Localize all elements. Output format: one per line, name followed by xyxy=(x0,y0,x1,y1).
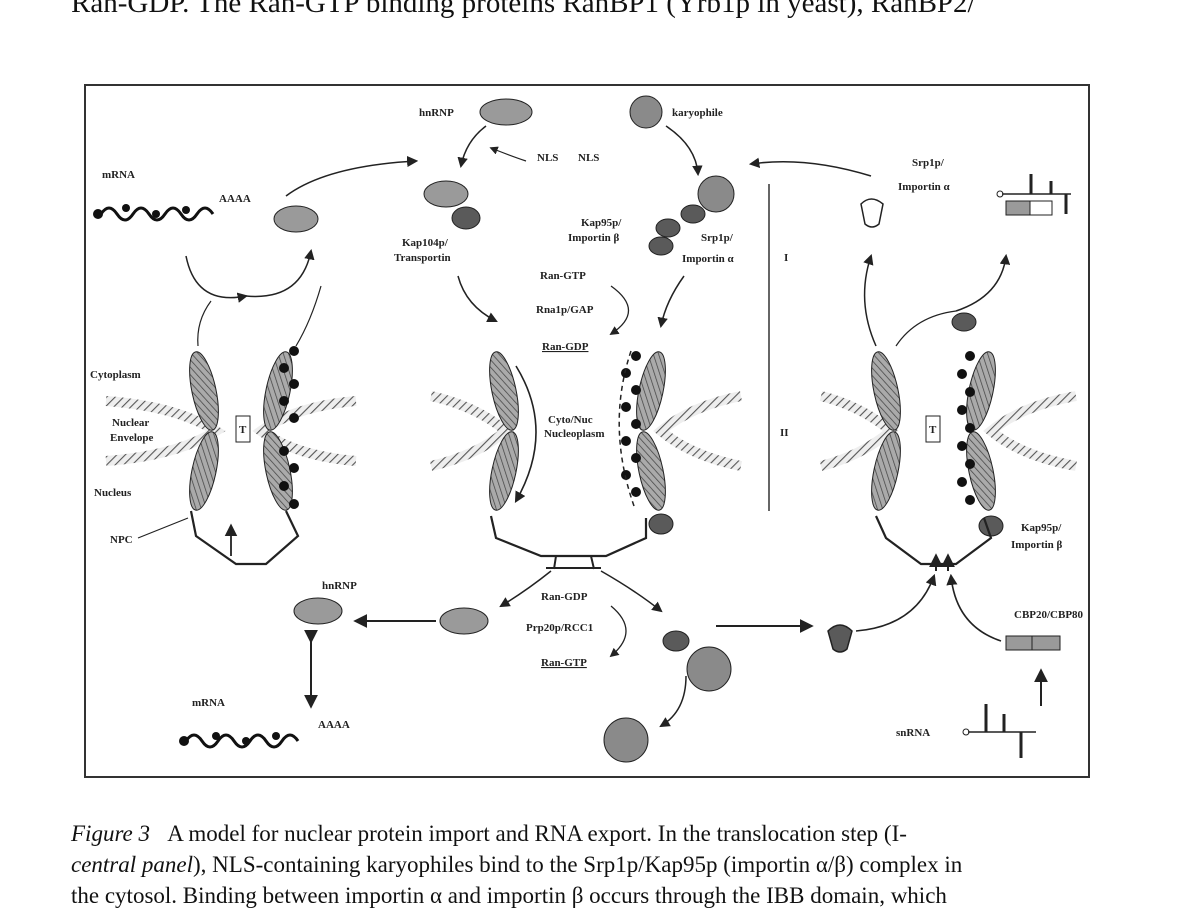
karyophile-protein-top xyxy=(629,95,663,129)
caption-line-2-text: ), NLS-containing karyophiles bind to th… xyxy=(193,852,963,877)
karyophile-protein-released xyxy=(686,646,732,692)
karyophile-protein-nucleus xyxy=(603,717,649,763)
label-importin-b-right: Importin β xyxy=(1011,539,1063,551)
label-hnrnp-bottom: hnRNP xyxy=(322,580,357,592)
label-snrna: snRNA xyxy=(896,727,930,739)
figure-diagram: T mRNA AAAA Cytoplasm Nuclear Envelope N… xyxy=(90,95,1084,763)
label-srp1-right: Srp1p/ xyxy=(912,157,945,169)
label-aaaa-top: AAAA xyxy=(219,193,251,205)
label-nucleoplasm: Nucleoplasm xyxy=(544,428,605,440)
label-aaaa-bottom: AAAA xyxy=(318,719,350,731)
npc-left-upper xyxy=(189,351,219,431)
envelope-membrane-right xyxy=(252,396,357,466)
svg-text:T: T xyxy=(239,424,247,436)
label-karyophile: karyophile xyxy=(672,107,723,119)
label-hnrnp-top: hnRNP xyxy=(419,107,454,119)
label-importin-a-right: Importin α xyxy=(898,181,951,193)
label-nucleus: Nucleus xyxy=(94,487,132,499)
hnrnp-protein-top xyxy=(479,98,533,126)
right-panel: Srp1p/ Importin α T Kap95p/ Importin β xyxy=(748,157,1084,758)
label-nls-right: NLS xyxy=(578,152,599,164)
label-envelope: Envelope xyxy=(110,432,154,444)
label-kap95-left: Kap95p/ xyxy=(581,217,622,229)
label-importin-a-center: Importin α xyxy=(682,253,735,265)
caption-line-3: the cytosol. Binding between importin α … xyxy=(71,880,1111,911)
label-transportin: Transportin xyxy=(394,252,451,264)
page-text-top-line: Ran-GDP. The Ran-GTP binding proteins Ra… xyxy=(71,0,976,19)
label-srp1-center: Srp1p/ xyxy=(701,232,734,244)
label-nls-left: NLS xyxy=(537,152,558,164)
label-kap104: Kap104p/ xyxy=(402,237,449,249)
label-ran-gdp-top: Ran-GDP xyxy=(542,341,589,353)
label-kap95-right: Kap95p/ xyxy=(1021,522,1062,534)
figure-3: T mRNA AAAA Cytoplasm Nuclear Envelope N… xyxy=(84,84,1090,778)
caption-figure-label: Figure 3 xyxy=(71,821,150,846)
svg-text:T: T xyxy=(929,424,937,436)
npc-left-lower xyxy=(189,431,219,511)
pore-box-left xyxy=(235,415,251,443)
caption-line-3-text: the cytosol. Binding between importin α … xyxy=(71,883,947,908)
srp1-protein-recycled xyxy=(827,624,853,653)
hnrnp-protein-top-left xyxy=(273,205,319,233)
caption-line-1: Figure 3 A model for nuclear protein imp… xyxy=(71,818,1111,849)
label-mrna-top: mRNA xyxy=(102,169,135,181)
label-roman-ii: II xyxy=(780,427,789,439)
caption-line-1-text: A model for nuclear protein import and R… xyxy=(167,821,907,846)
label-cytoplasm: Cytoplasm xyxy=(90,369,141,381)
hnrnp-protein-bottom-center xyxy=(439,607,489,635)
caption-central-panel: central panel xyxy=(71,852,193,877)
left-panel: T mRNA AAAA Cytoplasm Nuclear Envelope N… xyxy=(90,155,436,749)
fg-beads-left xyxy=(279,346,299,509)
label-ran-gdp-bottom: Ran-GDP xyxy=(541,591,588,603)
label-ran-gtp-bottom: Ran-GTP xyxy=(541,657,587,669)
label-cyto-nuc: Cyto/Nuc xyxy=(548,414,593,426)
label-prp20-rcc1: Prp20p/RCC1 xyxy=(526,622,593,634)
envelope-membrane-left xyxy=(105,396,226,466)
label-cbp20-cbp80: CBP20/CBP80 xyxy=(1014,609,1084,621)
label-importin-b-left: Importin β xyxy=(568,232,620,244)
hnrnp-protein-bottom-left xyxy=(293,597,343,625)
center-panel: hnRNP karyophile NLS NLS Kap104p/ Transp… xyxy=(394,95,814,763)
caption-line-2: central panel), NLS-containing karyophil… xyxy=(71,849,1111,880)
label-nuclear: Nuclear xyxy=(112,417,149,429)
label-rna1p-gap: Rna1p/GAP xyxy=(536,304,594,316)
kap104-protein xyxy=(451,206,481,230)
label-npc: NPC xyxy=(110,534,133,546)
label-mrna-bottom: mRNA xyxy=(192,697,225,709)
label-ran-gtp-top: Ran-GTP xyxy=(540,270,586,282)
label-roman-i: I xyxy=(784,252,788,264)
figure-caption: Figure 3 A model for nuclear protein imp… xyxy=(71,818,1111,911)
